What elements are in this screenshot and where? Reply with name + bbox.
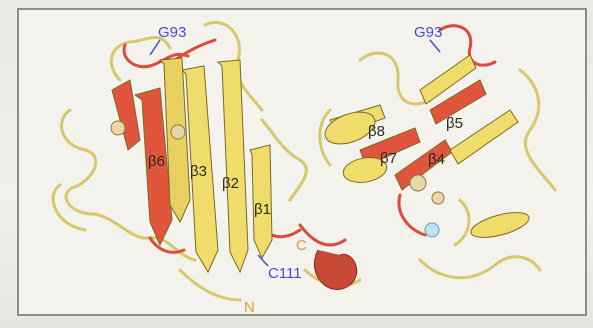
label-beta4: β4 — [428, 151, 445, 168]
left-sphere-2 — [171, 125, 185, 139]
strand-beta2 — [218, 60, 248, 272]
label-beta3: β3 — [190, 163, 207, 180]
right-sphere-1 — [410, 175, 426, 191]
helix-3 — [468, 208, 531, 243]
label-g93-left: G93 — [158, 24, 186, 41]
label-beta5: β5 — [446, 115, 463, 132]
ion-sphere — [425, 223, 439, 237]
strand-left-top-red — [112, 80, 140, 150]
label-beta7: β7 — [380, 150, 397, 167]
right-sphere-2 — [432, 192, 444, 204]
label-n-terminus: N — [244, 299, 255, 316]
label-beta2: β2 — [222, 175, 239, 192]
label-beta6: β6 — [148, 153, 165, 170]
label-c-terminus: C — [296, 237, 307, 254]
left-sphere-1 — [111, 121, 125, 135]
label-g93-right: G93 — [414, 24, 442, 41]
red-hairpin — [314, 250, 356, 290]
label-beta1: β1 — [254, 201, 271, 218]
label-c111: C111 — [268, 265, 302, 282]
label-beta8: β8 — [368, 123, 385, 140]
